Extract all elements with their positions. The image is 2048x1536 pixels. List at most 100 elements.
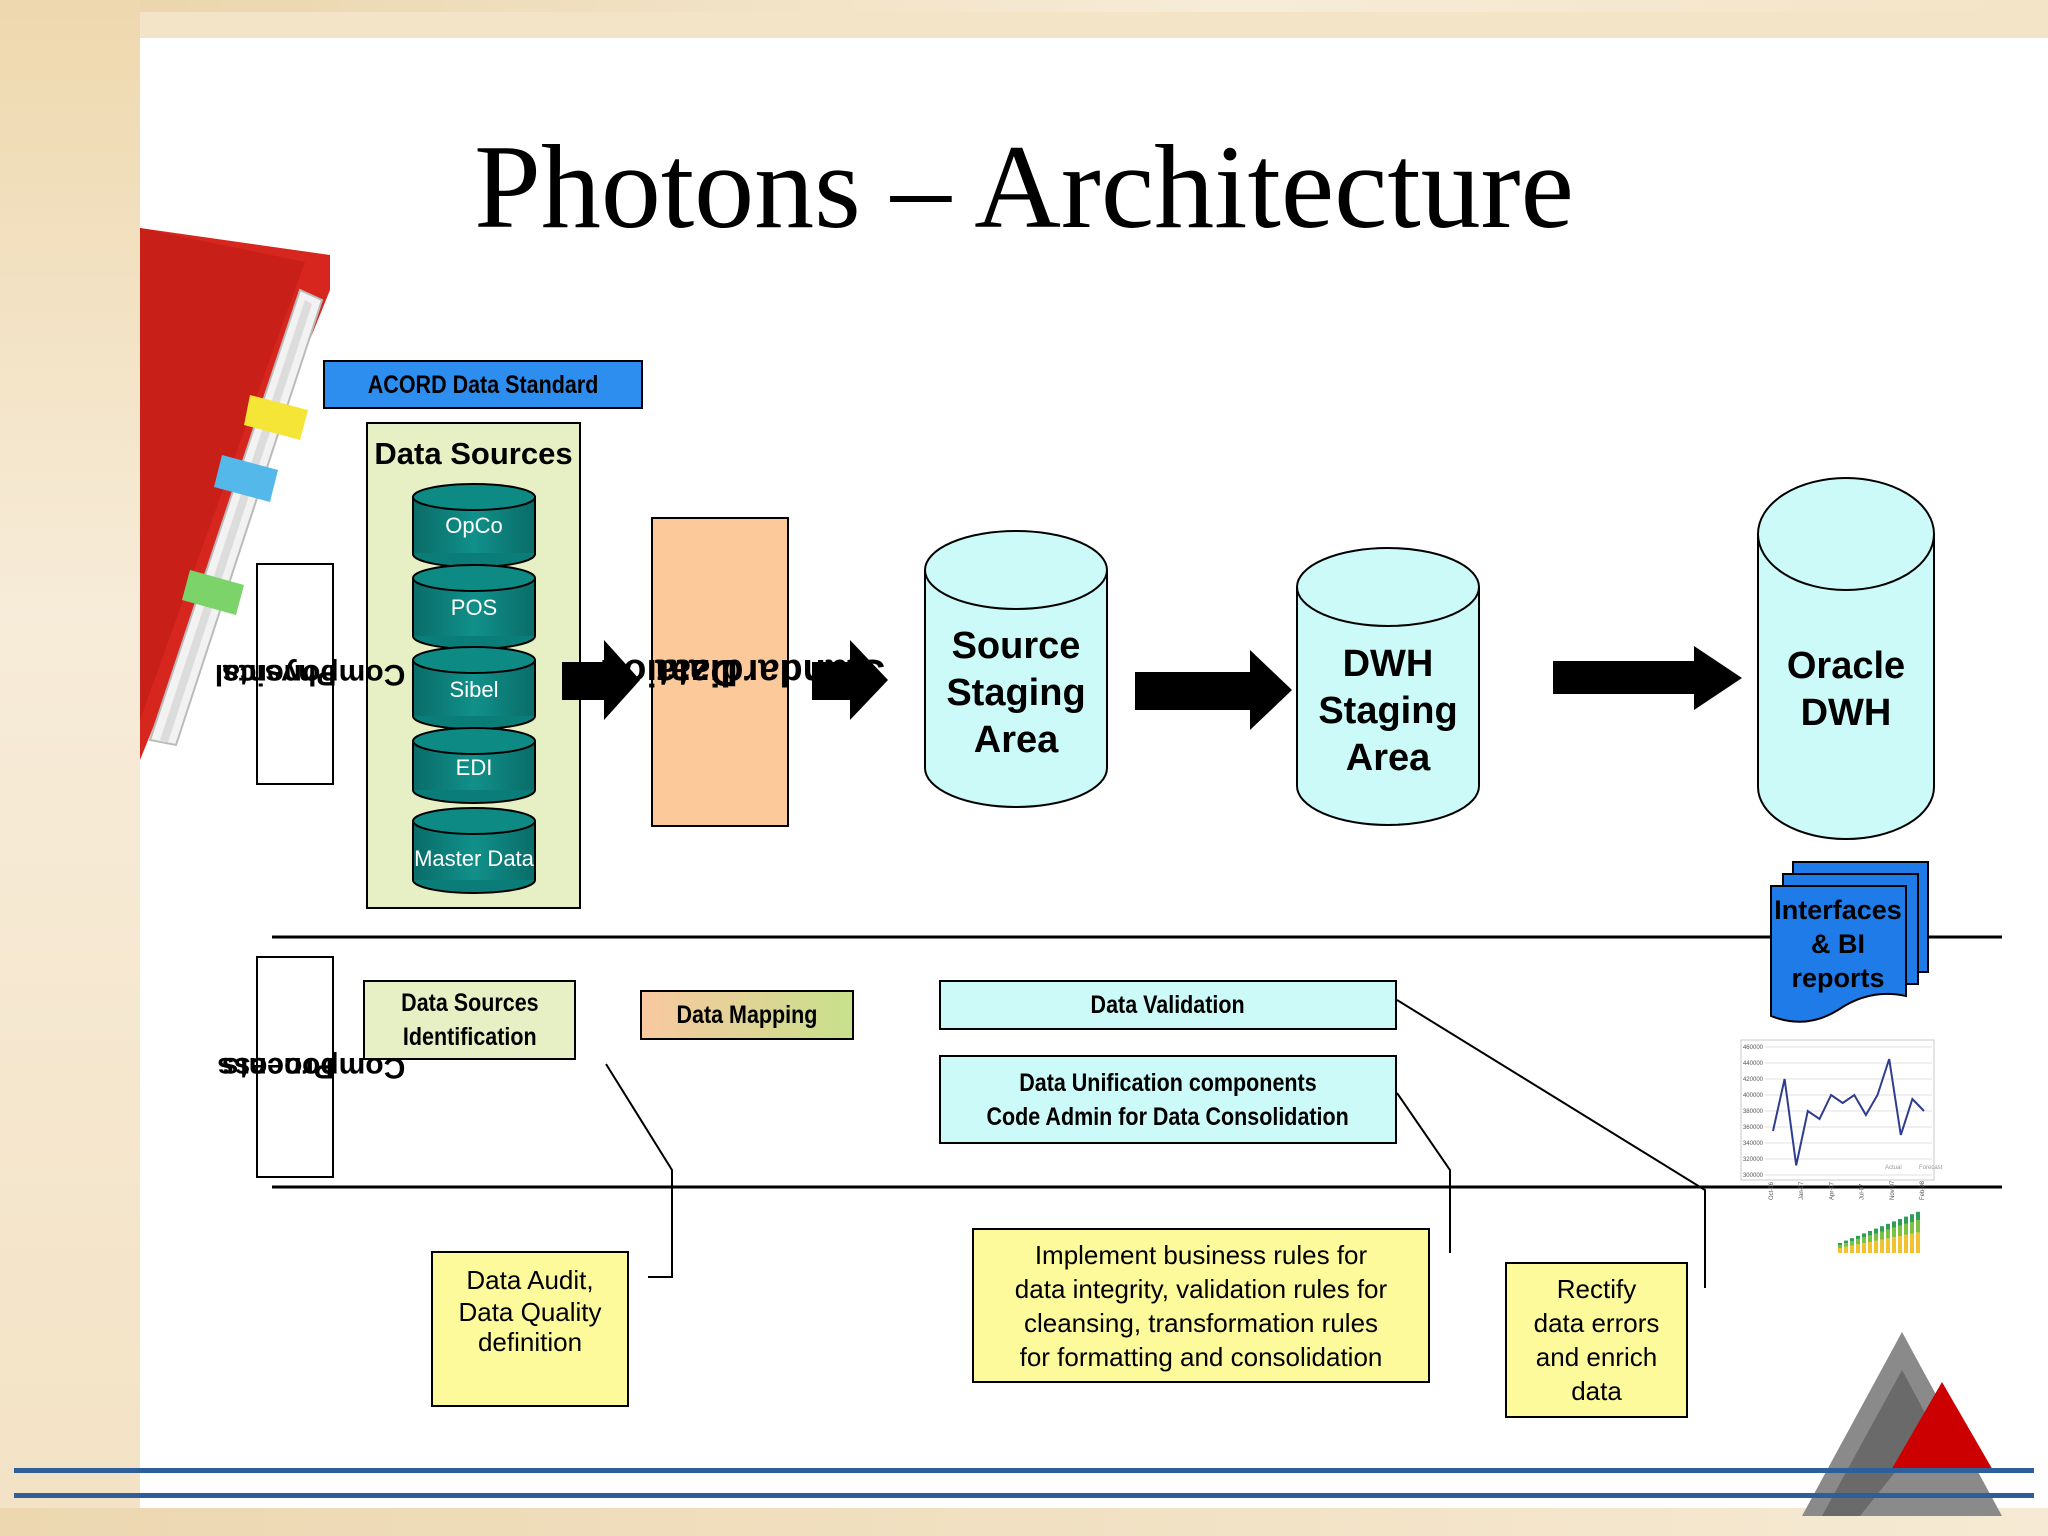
connector-line-audit: [605, 1063, 673, 1278]
data-audit-note: Data Audit, Data Quality definition: [431, 1251, 629, 1407]
mini-bar-segment: [1874, 1240, 1878, 1253]
mini-bar-segment: [1856, 1244, 1860, 1253]
page-title: Photons – Architecture: [474, 120, 1574, 253]
mini-chart-y-tick: 400000: [1743, 1093, 1764, 1099]
business-rules-line4: for formatting and consolidation: [1019, 1341, 1383, 1372]
mini-chart-x-tick: Feb-08: [1920, 1180, 1926, 1200]
mini-bar-segment: [1898, 1225, 1902, 1236]
identification-line2: Identification: [402, 1023, 537, 1051]
background-left-band: [0, 0, 140, 1536]
mini-bar-segment: [1850, 1245, 1854, 1253]
background-bottom-band: [0, 1508, 2048, 1536]
business-rules-line2: data integrity, validation rules for: [1014, 1273, 1388, 1304]
mini-bar-segment: [1892, 1237, 1896, 1253]
data-unification-box: Data Unification components Code Admin f…: [939, 1055, 1397, 1144]
db-label-master-data: Master Data: [414, 846, 534, 871]
mini-bar-segment: [1850, 1238, 1854, 1242]
mini-bar-segment: [1898, 1219, 1902, 1226]
interfaces-line2: & BI: [1811, 929, 1865, 959]
interfaces-line3: reports: [1791, 963, 1885, 993]
interfaces-documents-icon: [1770, 861, 1929, 1023]
mini-bar-segment: [1838, 1245, 1842, 1248]
business-rules-note: Implement business rules for data integr…: [972, 1228, 1430, 1383]
business-rules-line1: Implement business rules for: [1034, 1239, 1368, 1270]
source-staging-cylinder-icon: [924, 530, 1108, 808]
background-top-band: [0, 0, 2048, 12]
db-label-sibel: Sibel: [449, 677, 499, 702]
mini-bar-segment: [1904, 1234, 1908, 1253]
mini-bar-segment: [1838, 1243, 1842, 1245]
rectify-line4: data: [1571, 1376, 1622, 1406]
mini-chart-x-tick: Jan-07: [1799, 1181, 1805, 1200]
mini-bar-segment: [1868, 1235, 1872, 1242]
arrow-icon-3: [1135, 650, 1292, 730]
data-mapping-label: Data Mapping: [676, 1001, 818, 1029]
footer-line-2: [14, 1493, 2034, 1498]
audit-line3: definition: [477, 1327, 583, 1357]
mini-bar-segment: [1880, 1226, 1884, 1232]
arrow-icon-1: [562, 640, 640, 720]
physical-components-label-box: Physical Components: [215, 563, 406, 785]
oracle-dwh-line2: DWH: [1800, 692, 1892, 734]
dwh-staging-label: DWH Staging Area: [1297, 636, 1479, 786]
mini-chart-x-tick: Nov-07: [1890, 1180, 1896, 1200]
process-components-label-box: Process Components: [218, 956, 406, 1178]
mini-bar-segment: [1904, 1223, 1908, 1235]
rectify-line3: and enrich: [1535, 1342, 1658, 1372]
db-sibel-icon: [412, 646, 536, 730]
mini-chart-x-tick: Jul-07: [1860, 1183, 1866, 1200]
source-staging-label: Source Staging Area: [925, 618, 1107, 768]
data-validation-label: Data Validation: [1090, 991, 1246, 1019]
db-master-data-icon: [412, 807, 536, 894]
mini-bar-segment: [1916, 1211, 1920, 1221]
oracle-dwh-cylinder-icon: [1757, 477, 1935, 840]
arrow-icon-4: [1553, 646, 1742, 710]
mini-bar-segment: [1886, 1223, 1890, 1230]
mini-bar-segment: [1916, 1232, 1920, 1253]
arrow-icon-2: [812, 640, 888, 720]
physical-label-line2: Components: [222, 658, 406, 691]
mini-bar-segment: [1844, 1240, 1848, 1244]
acord-label: ACORD Data Standard: [367, 370, 599, 399]
mini-bar-segment: [1874, 1233, 1878, 1241]
data-sources-title: Data Sources: [374, 436, 573, 471]
mini-bar-segment: [1880, 1231, 1884, 1240]
mini-chart-legend-entry: Forecast: [1919, 1165, 1943, 1171]
mini-bar-segment: [1886, 1238, 1890, 1253]
business-rules-line3: cleansing, transformation rules: [1023, 1307, 1379, 1338]
mini-bar-segment: [1844, 1243, 1848, 1247]
acord-data-standard-box: ACORD Data Standard: [323, 360, 643, 409]
mini-chart-y-tick: 420000: [1743, 1077, 1764, 1083]
mini-chart-x-tick: Oct-06: [1769, 1181, 1775, 1200]
mini-bar-segment: [1868, 1231, 1872, 1236]
unification-line2: Code Admin for Data Consolidation: [986, 1102, 1350, 1131]
identification-line1: Data Sources: [400, 989, 539, 1017]
mini-bar-segment: [1892, 1227, 1896, 1238]
mini-chart-x-tick: Apr-07: [1829, 1181, 1835, 1200]
db-label-pos: POS: [450, 595, 498, 620]
mini-bar-segment: [1850, 1241, 1854, 1246]
interfaces-label: Interfaces & BI reports: [1768, 893, 1908, 995]
mini-chart-y-tick: 320000: [1743, 1157, 1764, 1163]
mini-bar-segment: [1862, 1233, 1866, 1238]
mini-chart-y-tick: 300000: [1743, 1173, 1764, 1179]
standardization-line2: Standardization: [600, 651, 886, 693]
mini-bar-segment: [1868, 1242, 1872, 1253]
oracle-dwh-line1: Oracle: [1786, 645, 1906, 687]
mini-bar-segment: [1892, 1221, 1896, 1228]
interfaces-line1: Interfaces: [1774, 895, 1902, 925]
mini-bar-segment: [1904, 1216, 1908, 1224]
decorative-book-graphic: [140, 228, 330, 760]
mini-bar-segment: [1910, 1233, 1914, 1253]
dwh-staging-line1: DWH: [1342, 642, 1434, 685]
source-staging-line3: Area: [973, 718, 1059, 761]
connector-line-business-rules: [1396, 1092, 1451, 1253]
mini-chart-legend-entry: Actual: [1885, 1165, 1902, 1171]
mini-bar-segment: [1838, 1248, 1842, 1253]
dwh-staging-line3: Area: [1345, 736, 1431, 779]
mini-chart-y-tick: 360000: [1743, 1125, 1764, 1131]
footer-line-1: [14, 1468, 2034, 1473]
mini-bar-segment: [1856, 1235, 1860, 1240]
mini-bar-segment: [1916, 1220, 1920, 1233]
